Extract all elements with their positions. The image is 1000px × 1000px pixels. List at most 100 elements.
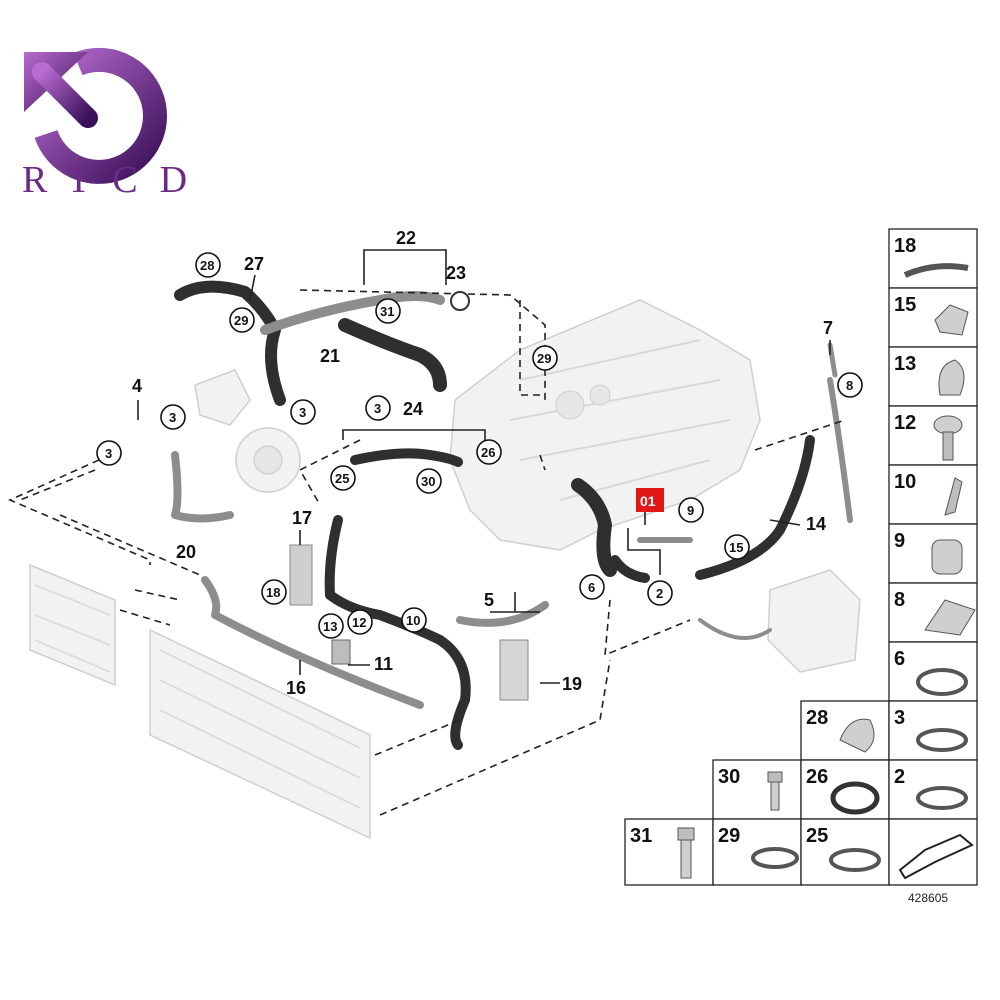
- svg-text:3: 3: [105, 446, 112, 461]
- parts-cell-28: 28: [800, 700, 890, 761]
- parts-grid: 18 15 13 12 10 9 8 6 28 3 30 26 2 31 29: [624, 228, 978, 886]
- circled-6: 6: [579, 574, 605, 600]
- svg-text:8: 8: [894, 589, 905, 611]
- svg-text:28: 28: [200, 258, 214, 273]
- parts-cell-2: 2: [888, 759, 978, 820]
- circled-25: 25: [330, 465, 356, 491]
- circled-9: 9: [678, 497, 704, 523]
- svg-text:01: 01: [640, 493, 656, 509]
- parts-cell-arrow: [888, 818, 978, 886]
- svg-text:9: 9: [687, 503, 694, 518]
- callout-numbers: 22 23 27 21 24 4 7 14 20 17 5 16 11 19: [132, 228, 833, 698]
- circled-29a: 29: [229, 307, 255, 333]
- callout-19: 19: [562, 674, 582, 694]
- radiator: [29, 563, 371, 840]
- water-pump: [194, 369, 301, 493]
- circled-2: 2: [647, 580, 673, 606]
- svg-text:2: 2: [656, 586, 663, 601]
- callout-17: 17: [292, 508, 312, 528]
- rivet-icon: [942, 431, 954, 461]
- circled-15: 15: [724, 534, 750, 560]
- hose-clamp-icon: [916, 668, 968, 696]
- seal-ring-icon: [830, 781, 880, 815]
- clamp-icon: [839, 718, 875, 753]
- svg-text:9: 9: [894, 530, 905, 552]
- rtcd-logo-icon: [24, 47, 167, 184]
- logo-text: RTCD: [22, 159, 210, 201]
- parts-cell-3: 3: [888, 700, 978, 761]
- parts-cell-6: 6: [888, 641, 978, 702]
- clip-icon: [924, 599, 976, 636]
- svg-text:6: 6: [894, 648, 905, 670]
- parts-cell-13: 13: [888, 346, 978, 407]
- circled-callouts: 28 29 31 29 3 3 3 3 25 26 30 8 9 15 6 2 …: [96, 252, 863, 639]
- parts-cell-15: 15: [888, 287, 978, 348]
- circled-18: 18: [261, 579, 287, 605]
- svg-text:25: 25: [806, 825, 828, 847]
- svg-text:3: 3: [169, 410, 176, 425]
- callout-5: 5: [484, 590, 494, 610]
- circled-31: 31: [375, 298, 401, 324]
- callout-27: 27: [244, 254, 264, 274]
- svg-text:30: 30: [421, 474, 435, 489]
- circled-12: 12: [347, 609, 373, 635]
- svg-text:30: 30: [718, 766, 740, 788]
- connector-icon: [931, 539, 963, 575]
- svg-text:10: 10: [406, 613, 420, 628]
- hose-clamp-icon: [829, 848, 881, 872]
- svg-text:25: 25: [335, 471, 349, 486]
- callout-4: 4: [132, 376, 142, 396]
- brackets: [289, 544, 529, 701]
- svg-text:6: 6: [588, 580, 595, 595]
- svg-text:13: 13: [323, 619, 337, 634]
- bolt-icon: [680, 839, 692, 879]
- callout-7: 7: [823, 318, 833, 338]
- parts-cell-26: 26: [800, 759, 890, 820]
- callout-11: 11: [374, 654, 393, 674]
- clamp-strip-icon: [903, 263, 969, 278]
- hose-clamp-icon: [751, 847, 799, 869]
- hoses: [171, 280, 853, 750]
- svg-text:29: 29: [718, 825, 740, 847]
- clip-icon: [938, 359, 965, 396]
- svg-text:8: 8: [846, 378, 853, 393]
- circled-28: 28: [195, 252, 221, 278]
- circled-30: 30: [416, 468, 442, 494]
- svg-text:2: 2: [894, 766, 905, 788]
- parts-cell-30: 30: [712, 759, 802, 820]
- parts-cell-25: 25: [800, 818, 890, 886]
- parts-cell-29: 29: [712, 818, 802, 886]
- clip-icon: [934, 304, 969, 336]
- callout-23: 23: [446, 263, 466, 283]
- circled-3b: 3: [96, 440, 122, 466]
- svg-text:31: 31: [380, 304, 394, 319]
- parts-cell-18: 18: [888, 228, 978, 289]
- svg-text:3: 3: [299, 405, 306, 420]
- parts-cell-9: 9: [888, 523, 978, 584]
- circled-10: 10: [401, 607, 427, 633]
- o-ring-icon: [450, 291, 470, 311]
- parts-cell-8: 8: [888, 582, 978, 643]
- callout-21: 21: [320, 346, 340, 366]
- diagram-code: 428605: [908, 891, 948, 905]
- svg-text:29: 29: [234, 313, 248, 328]
- circled-26: 26: [476, 439, 502, 465]
- svg-text:12: 12: [352, 615, 366, 630]
- callout-22: 22: [396, 228, 416, 248]
- svg-text:3: 3: [894, 707, 905, 729]
- circled-3c: 3: [290, 399, 316, 425]
- svg-text:15: 15: [729, 540, 743, 555]
- circled-3d: 3: [365, 395, 391, 421]
- circled-13: 13: [318, 613, 344, 639]
- svg-text:26: 26: [481, 445, 495, 460]
- bolt-icon: [770, 781, 780, 811]
- svg-text:29: 29: [537, 351, 551, 366]
- hose-clamp-icon: [916, 728, 968, 752]
- engine-block: [449, 299, 761, 551]
- svg-text:31: 31: [630, 825, 652, 847]
- svg-text:10: 10: [894, 471, 916, 493]
- callout-24: 24: [403, 399, 423, 419]
- circled-29b: 29: [532, 345, 558, 371]
- circled-3a: 3: [160, 404, 186, 430]
